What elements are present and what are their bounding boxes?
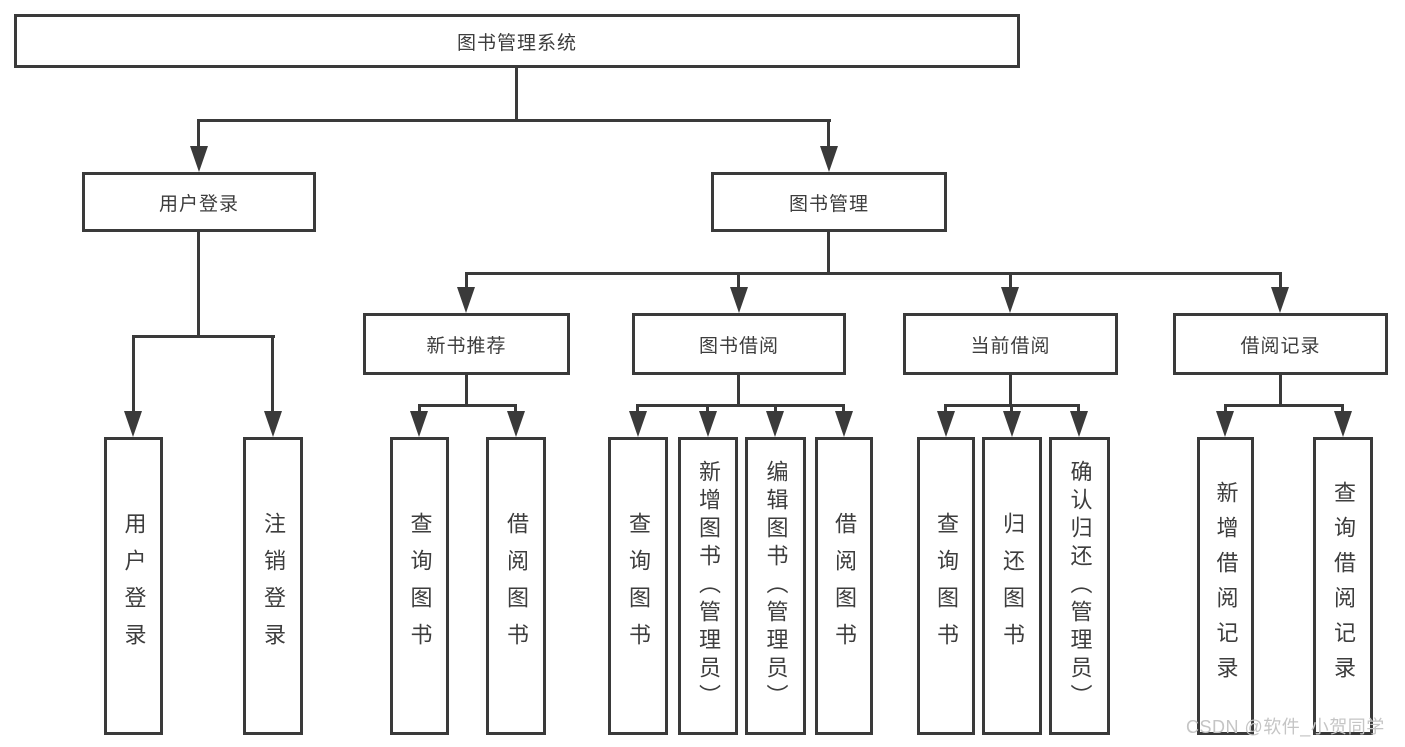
- node-label: 查询图书: [626, 512, 651, 660]
- node-label: 当前借阅: [970, 335, 1051, 357]
- connector-drop-book-management: [827, 119, 830, 150]
- leaf-query-borrowing-record: 查询借阅记录: [1313, 437, 1373, 735]
- node-label: 新书推荐: [426, 335, 507, 357]
- connector-drop: [418, 404, 421, 415]
- node-label: 图书借阅: [698, 335, 779, 357]
- leaf-query-books-current: 查询图书: [917, 437, 975, 735]
- connector-management-rail: [465, 272, 1282, 275]
- node-label: 用户登录: [121, 512, 147, 660]
- arrow-down-icon: [190, 146, 208, 172]
- node-label: 借阅图书: [504, 512, 529, 660]
- node-label: 归还图书: [1000, 512, 1025, 660]
- node-library-management-system: 图书管理系统: [14, 14, 1020, 68]
- connector-management-stem: [827, 232, 830, 274]
- node-new-book-recommendation: 新书推荐: [363, 313, 570, 375]
- connector-drop: [1010, 404, 1013, 415]
- arrow-down-icon: [264, 411, 282, 437]
- leaf-borrow-books-recommend: 借阅图书: [486, 437, 546, 735]
- connector-login-stem: [197, 232, 200, 337]
- arrow-down-icon: [410, 411, 428, 437]
- arrow-down-icon: [937, 411, 955, 437]
- connector-section-rail: [418, 404, 517, 407]
- arrow-down-icon: [835, 411, 853, 437]
- connector-section-stem: [1009, 375, 1012, 406]
- csdn-watermark: CSDN @软件_小贺同学: [1186, 717, 1385, 737]
- arrow-down-icon: [457, 287, 475, 313]
- leaf-borrow-books: 借阅图书: [815, 437, 873, 735]
- connector-section-rail: [1224, 404, 1344, 407]
- arrow-down-icon: [507, 411, 525, 437]
- node-label: 新增借阅记录: [1213, 481, 1239, 691]
- connector-drop-new-books: [465, 272, 468, 292]
- arrow-down-icon: [1271, 287, 1289, 313]
- connector-drop: [636, 404, 639, 415]
- node-label: 新增图书（管理员）: [696, 460, 721, 712]
- connector-section-stem: [465, 375, 468, 406]
- connector-root-rail: [197, 119, 831, 122]
- leaf-return-books: 归还图书: [982, 437, 1042, 735]
- node-label: 图书管理系统: [456, 32, 577, 54]
- arrow-down-icon: [1334, 411, 1352, 437]
- leaf-edit-books-admin: 编辑图书（管理员）: [745, 437, 806, 735]
- arrow-down-icon: [766, 411, 784, 437]
- connector-root-stem: [515, 68, 518, 121]
- node-user-login: 用户登录: [82, 172, 316, 232]
- leaf-user-login: 用户登录: [104, 437, 163, 735]
- leaf-confirm-return-admin: 确认归还（管理员）: [1049, 437, 1110, 735]
- arrow-down-icon: [1003, 411, 1021, 437]
- connector-drop-user-login: [197, 119, 200, 150]
- connector-drop: [706, 404, 709, 415]
- arrow-down-icon: [730, 287, 748, 313]
- node-label: 查询借阅记录: [1331, 481, 1356, 691]
- connector-section-rail: [636, 404, 845, 407]
- node-book-management: 图书管理: [711, 172, 947, 232]
- leaf-query-books-borrowing: 查询图书: [608, 437, 668, 735]
- connector-drop: [944, 404, 947, 415]
- connector-drop: [842, 404, 845, 415]
- leaf-logout: 注销登录: [243, 437, 303, 735]
- connector-drop: [1224, 404, 1227, 415]
- arrow-down-icon: [1216, 411, 1234, 437]
- node-label: 借阅图书: [832, 512, 857, 660]
- arrow-down-icon: [820, 146, 838, 172]
- arrow-down-icon: [1070, 411, 1088, 437]
- node-current-borrowing: 当前借阅: [903, 313, 1118, 375]
- node-label: 确认归还（管理员）: [1067, 460, 1093, 712]
- arrow-down-icon: [699, 411, 717, 437]
- leaf-add-borrowing-record: 新增借阅记录: [1197, 437, 1254, 735]
- arrow-down-icon: [124, 411, 142, 437]
- connector-drop-login: [132, 335, 135, 413]
- node-label: 图书管理: [788, 193, 869, 215]
- node-label: 用户登录: [158, 193, 239, 215]
- node-label: 借阅记录: [1240, 335, 1321, 357]
- node-label: 注销登录: [261, 512, 286, 660]
- connector-drop-borrowing: [737, 272, 740, 292]
- node-borrowing-records: 借阅记录: [1173, 313, 1388, 375]
- connector-section-stem: [1279, 375, 1282, 406]
- node-label: 编辑图书（管理员）: [763, 460, 789, 712]
- connector-drop: [1077, 404, 1080, 415]
- arrow-down-icon: [629, 411, 647, 437]
- connector-drop-current: [1009, 272, 1012, 292]
- connector-login-rail: [132, 335, 275, 338]
- arrow-down-icon: [1001, 287, 1019, 313]
- leaf-query-books-recommend: 查询图书: [390, 437, 449, 735]
- node-book-borrowing: 图书借阅: [632, 313, 846, 375]
- leaf-add-books-admin: 新增图书（管理员）: [678, 437, 738, 735]
- connector-drop: [514, 404, 517, 415]
- node-label: 查询图书: [934, 512, 959, 660]
- connector-drop: [774, 404, 777, 415]
- connector-drop-records: [1279, 272, 1282, 292]
- node-label: 查询图书: [407, 512, 433, 660]
- connector-drop: [1341, 404, 1344, 415]
- connector-drop-logout: [271, 335, 274, 413]
- connector-section-stem: [737, 375, 740, 406]
